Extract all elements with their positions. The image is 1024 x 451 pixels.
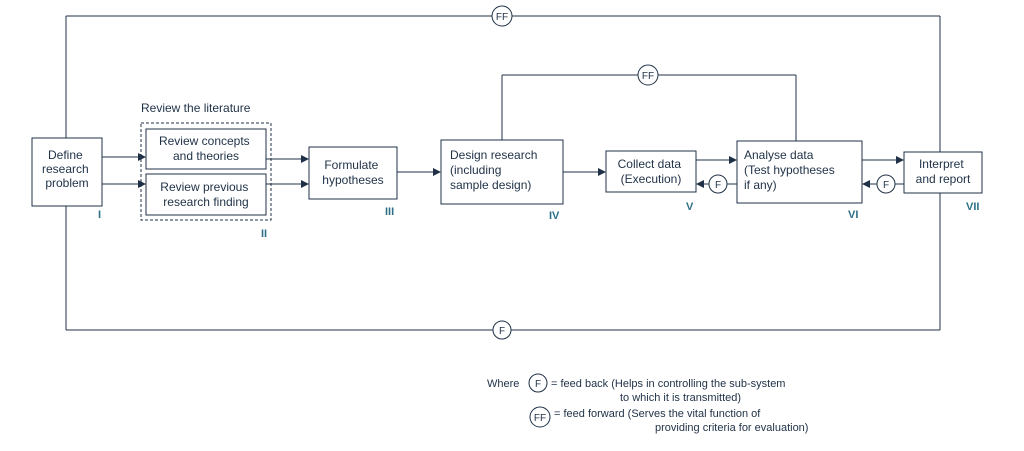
numeral-v: V [686,201,694,213]
interpret-report-box [903,151,983,194]
legend-feedforward-text: = feed forward (Serves the vital functio… [554,408,808,434]
define-problem-label: Define research problem [42,148,92,190]
review-previous-box [145,173,267,216]
legend-feedback-text: = feed back (Helps in controlling the su… [551,378,789,404]
analyse-data-box [736,140,863,204]
feedforward-marker-top: FF [491,5,513,27]
feedforward-marker-inner: FF [637,64,659,86]
formulate-hypotheses-label: Formulate hypotheses [322,158,383,187]
legend: Where F = feed back (Helps in controllin… [487,373,808,434]
legend-feedback-icon: F [528,373,548,393]
svg-text:FF: FF [534,413,546,424]
interpret-report-label: Interpret and report [916,157,971,186]
collect-data-box [605,150,697,193]
review-concepts-box [145,128,267,170]
numeral-iv: IV [549,210,560,222]
review-concepts-label: Review concepts and theories [159,134,253,163]
svg-text:F: F [883,180,889,191]
numeral-vi: VI [848,209,858,221]
review-previous-label: Review previous research finding [160,180,251,209]
feedback-marker-analyse: F [876,174,896,194]
numeral-iii: III [385,206,394,218]
feedback-marker-bottom: F [492,320,512,340]
svg-text:F: F [499,326,505,337]
legend-prefix: Where [487,378,519,390]
numeral-ii: II [261,228,267,240]
svg-text:FF: FF [496,12,508,23]
literature-group-box [140,122,272,221]
analyse-data-label: Analyse data (Test hypotheses if any) [744,148,838,192]
svg-text:FF: FF [642,71,654,82]
svg-text:F: F [715,180,721,191]
literature-heading: Review the literature [141,101,251,115]
formulate-hypotheses-box [308,146,398,200]
feedback-marker-collect: F [708,174,728,194]
collect-data-label: Collect data (Execution) [618,157,685,186]
svg-text:F: F [535,379,541,390]
define-problem-box [31,137,103,207]
design-research-label: Design research (including sample design… [450,148,541,192]
legend-feedforward-icon: FF [529,406,551,428]
numeral-i: I [98,209,101,221]
numeral-vii: VII [966,201,979,213]
